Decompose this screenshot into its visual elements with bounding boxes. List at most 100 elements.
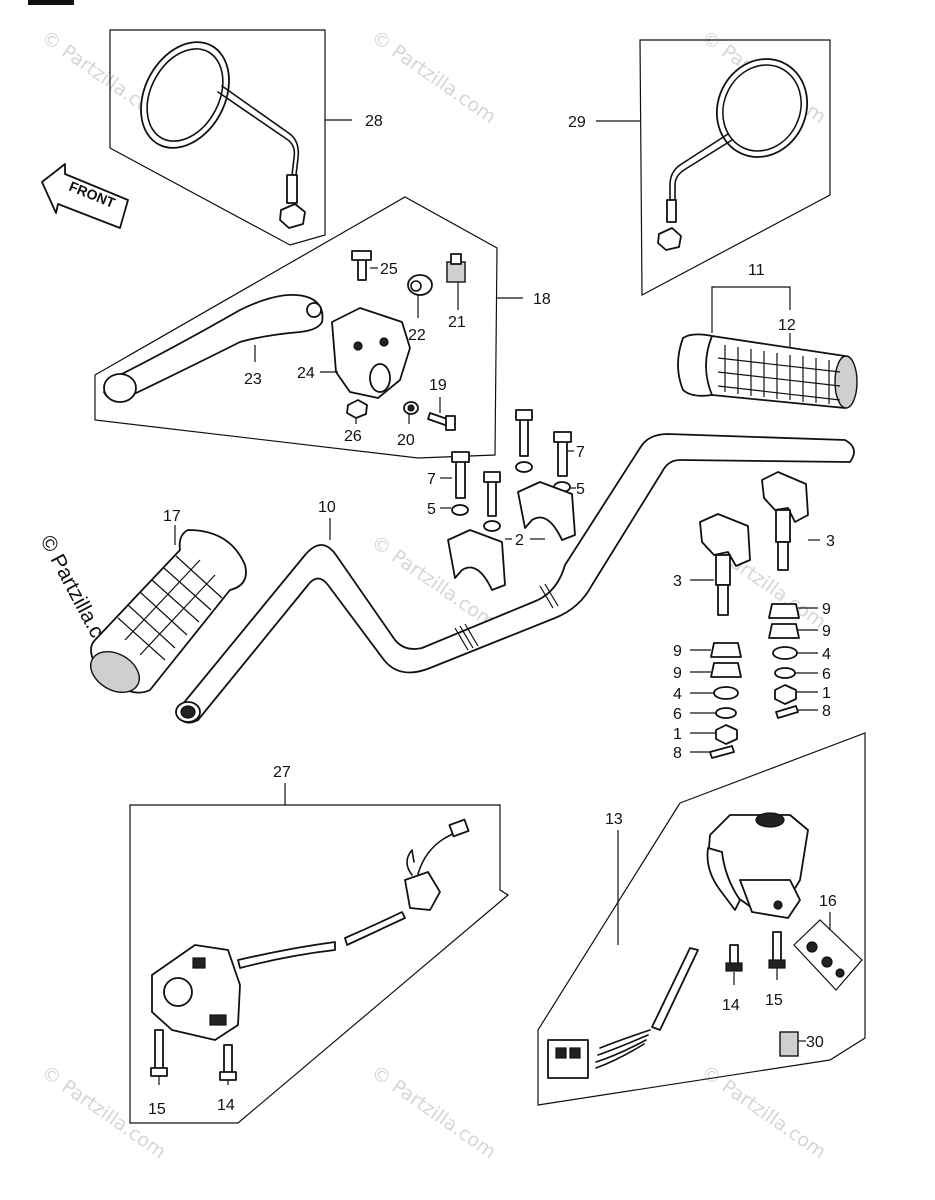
callout-13: 13 xyxy=(605,811,623,828)
cushion-9 xyxy=(768,603,800,619)
switch-left-bore xyxy=(163,977,193,1007)
left-grip-group: 17 xyxy=(90,508,247,694)
callout-6: 6 xyxy=(673,706,682,723)
callout-27: 27 xyxy=(273,764,291,781)
callout-26: 26 xyxy=(344,428,362,445)
switch-left-cable-2 xyxy=(344,911,406,946)
handlebar-group: 10 xyxy=(175,433,855,724)
bolt-7-head xyxy=(553,431,572,443)
callout-30: 30 xyxy=(806,1034,824,1051)
right-grip-group: 11 12 xyxy=(677,262,858,409)
front-arrow: FRONT xyxy=(41,163,129,229)
mirror-left-stem xyxy=(217,85,300,176)
callout-2: 2 xyxy=(515,532,524,549)
callout-3: 3 xyxy=(826,533,835,550)
switch-right-cable xyxy=(651,947,699,1031)
mirror-right-panel xyxy=(639,39,831,296)
screw-15-head xyxy=(768,959,786,969)
callout-22: 22 xyxy=(408,327,426,344)
switch-right-hole xyxy=(773,900,783,910)
mirror-right-thread xyxy=(666,199,677,223)
switch-left-button xyxy=(209,1014,227,1026)
bolt-25 xyxy=(357,257,367,281)
mirror-left-thread xyxy=(286,174,298,204)
lever-pivot xyxy=(306,302,322,318)
right-switch-group: 13 14 15 30 16 xyxy=(537,732,866,1106)
riser-3-left xyxy=(699,513,751,567)
mirror-left-nut xyxy=(279,203,306,229)
lever-assembly-group: 25 22 21 18 19 20 26 23 24 xyxy=(94,196,551,459)
callout-21: 21 xyxy=(448,314,466,331)
screw-15-head xyxy=(150,1067,168,1077)
washer-20-hole xyxy=(407,404,415,412)
callout-9: 9 xyxy=(822,623,831,640)
riser-3-left-post xyxy=(715,554,731,586)
clamp-2-left xyxy=(447,529,506,591)
grip-right-ribs xyxy=(724,345,830,404)
callout-6: 6 xyxy=(822,666,831,683)
part-16-screw xyxy=(821,956,833,968)
bolt-head xyxy=(483,471,501,483)
callout-1: 1 xyxy=(822,685,831,702)
lockwasher-6 xyxy=(715,707,737,719)
lever-end xyxy=(103,373,137,403)
switch-right-throttle xyxy=(706,847,741,911)
lockwasher-6 xyxy=(774,667,796,679)
switch-right-connector-pin xyxy=(555,1047,567,1059)
mirror-right-stem xyxy=(669,133,733,201)
washer-5 xyxy=(451,504,469,516)
riser-3-right xyxy=(761,471,809,523)
callout-4: 4 xyxy=(822,646,831,663)
grip-left-end xyxy=(90,651,140,693)
switch-right-lower xyxy=(739,879,801,919)
screw-14 xyxy=(729,944,739,966)
mirror-left-glass xyxy=(140,41,230,149)
lever-holder-hole xyxy=(379,337,389,347)
cotter-pin-8 xyxy=(709,745,735,759)
lever-assembly-panel xyxy=(94,196,498,459)
callout-19: 19 xyxy=(429,377,447,394)
callout-16: 16 xyxy=(819,893,837,910)
risers-group: 3 3 9 9 4 6 1 8 9 9 4 6 1 xyxy=(673,471,835,762)
callout-7: 7 xyxy=(576,444,585,461)
callout-9: 9 xyxy=(822,601,831,618)
screw-15 xyxy=(154,1029,164,1073)
mirror-right-glass xyxy=(715,58,809,158)
washer-4 xyxy=(713,686,739,700)
screw-15 xyxy=(772,931,782,963)
switch-left-wires xyxy=(406,829,461,876)
callout-8: 8 xyxy=(822,703,831,720)
cotter-pin-8 xyxy=(775,705,799,719)
watermark: © Partzilla.com xyxy=(367,26,500,128)
callout-20: 20 xyxy=(397,432,415,449)
washer xyxy=(483,520,501,532)
throttle-sleeve xyxy=(677,333,713,397)
callout-29: 29 xyxy=(568,114,586,131)
bolt-7-head xyxy=(451,451,470,463)
watermark: © Partzilla.com xyxy=(367,1061,500,1163)
mirror-left-group: 28 xyxy=(109,29,383,246)
upper-clamps-group: 2 7 7 5 5 xyxy=(427,409,585,591)
callout-28: 28 xyxy=(365,113,383,130)
right-switch-panel xyxy=(537,732,866,1106)
callout-15: 15 xyxy=(148,1101,166,1118)
riser-3-left-stud xyxy=(717,584,729,616)
switch-right-wires xyxy=(595,1029,651,1069)
riser-3-right-post xyxy=(775,509,791,543)
mirror-left-panel xyxy=(109,29,326,246)
locknut-22-bore xyxy=(410,280,422,292)
washer-4 xyxy=(772,646,798,660)
callout-15: 15 xyxy=(765,992,783,1009)
cushion-9 xyxy=(710,642,742,658)
callout-5: 5 xyxy=(576,481,585,498)
callout-11: 11 xyxy=(748,262,765,279)
cushion-9 xyxy=(768,623,800,639)
bolt-19-head xyxy=(445,415,456,431)
lever-holder-bore xyxy=(369,363,391,393)
clamp-2-right xyxy=(517,481,576,541)
grip-right xyxy=(705,335,853,409)
part-16-screw xyxy=(806,941,818,953)
nut-1 xyxy=(774,684,797,705)
part-16-screw xyxy=(835,968,845,978)
